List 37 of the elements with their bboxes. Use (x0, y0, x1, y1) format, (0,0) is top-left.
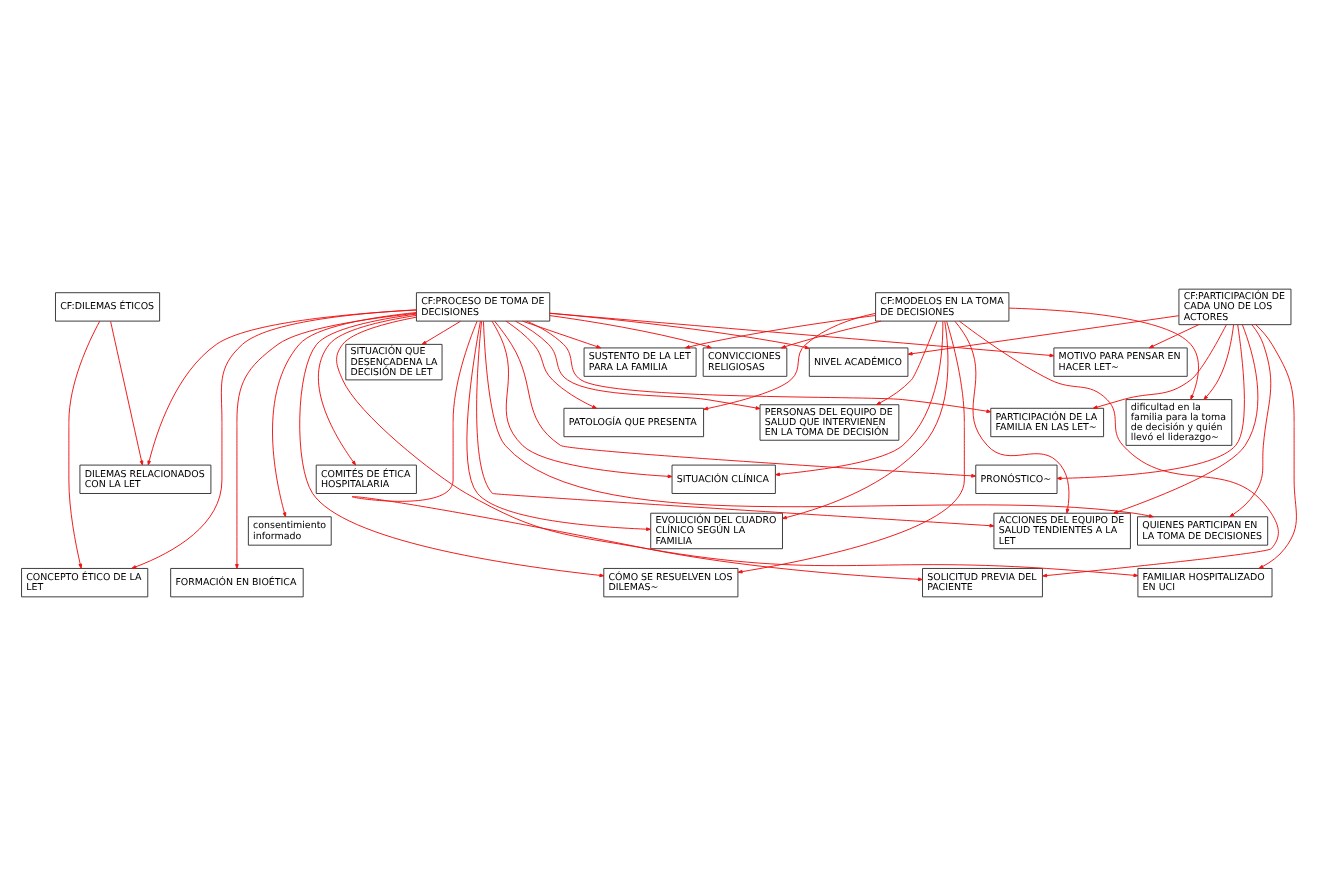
arrow (483, 320, 1154, 518)
arrow (954, 320, 1070, 514)
arrow (775, 320, 944, 477)
arrow (1203, 324, 1235, 401)
arrow (491, 320, 673, 479)
arrow (1148, 324, 1200, 349)
arrow (1113, 324, 1259, 514)
arrow (1008, 307, 1199, 400)
arrow (549, 312, 810, 350)
arrow (875, 320, 938, 406)
arrow (318, 314, 417, 466)
arrow (110, 320, 144, 466)
arrow (684, 315, 876, 349)
arrow (1229, 324, 1272, 518)
arrow (549, 312, 1055, 358)
arrow (299, 313, 605, 578)
arrow (352, 320, 923, 582)
arrow (526, 320, 992, 414)
arrow (466, 320, 651, 532)
arrow (505, 320, 598, 409)
arrow (1092, 324, 1227, 409)
arrow (782, 320, 949, 520)
arrow (780, 320, 882, 349)
arrow (1255, 324, 1297, 569)
arrow (737, 320, 965, 574)
arrow (1056, 324, 1245, 481)
arrow (907, 315, 1180, 356)
arrow (522, 320, 602, 349)
arrow (515, 320, 761, 410)
arrow (549, 315, 712, 349)
arrow (336, 316, 1139, 578)
arrow (68, 320, 101, 569)
arrow (494, 320, 977, 478)
arrow (421, 320, 462, 345)
arrow (147, 309, 417, 466)
arrow (958, 320, 1279, 578)
arrow (476, 320, 995, 528)
